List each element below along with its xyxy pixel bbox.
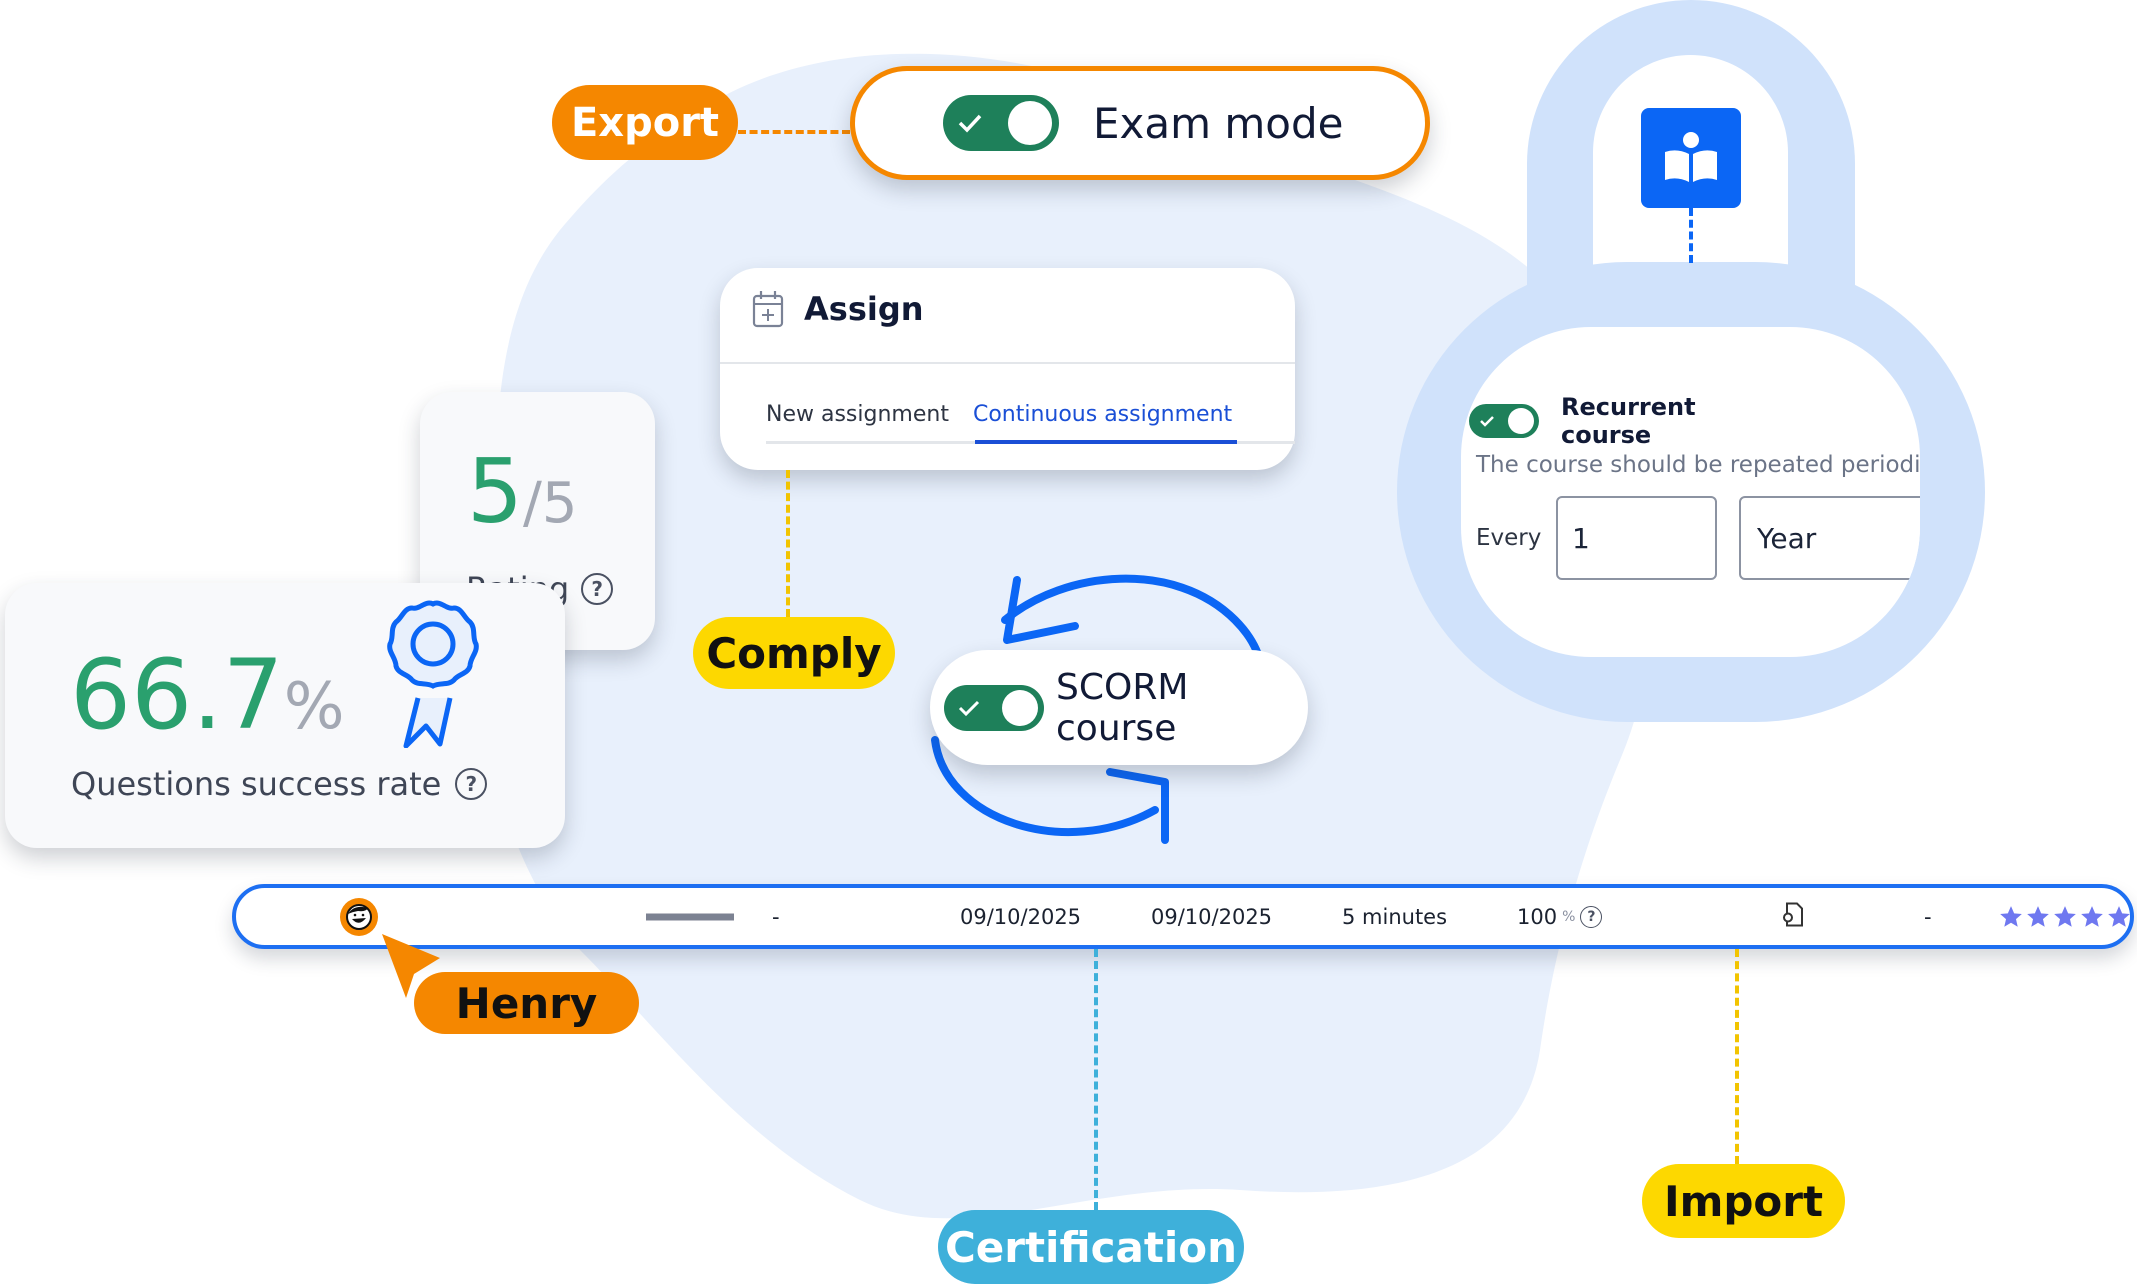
exam-mode-label: Exam mode [1093, 98, 1344, 148]
recurrent-course-label: Recurrent course [1561, 393, 1696, 449]
calendar-add-icon [752, 291, 784, 328]
cell-start-date: 09/10/2025 [960, 904, 1082, 929]
success-rate-label: Questions success rate [71, 765, 442, 803]
exam-mode-toggle[interactable] [943, 95, 1059, 151]
exam-mode-card: Exam mode [850, 66, 1430, 180]
henry-tag: Henry [414, 972, 639, 1034]
help-icon[interactable]: ? [455, 768, 488, 800]
table-row[interactable]: - 09/10/2025 09/10/2025 5 minutes 100 % … [232, 884, 2134, 949]
success-rate-unit: % [283, 670, 345, 744]
comply-tag: Comply [693, 617, 895, 689]
active-tab-indicator [975, 440, 1237, 444]
reader-book-icon [1641, 108, 1741, 208]
avatar[interactable] [340, 897, 378, 936]
rating-value: 5 [467, 440, 523, 543]
recurrent-course-description: The course should be repeated periodical… [1476, 452, 1920, 478]
progress-placeholder [646, 913, 734, 920]
import-connector-line [1735, 949, 1739, 1164]
assign-title: Assign [804, 290, 924, 328]
check-icon [1480, 416, 1494, 427]
recurrent-course-toggle[interactable] [1469, 404, 1539, 438]
export-connector-line [738, 130, 850, 134]
star-rating [1998, 904, 2132, 930]
star-icon[interactable] [1998, 904, 2024, 930]
every-label: Every [1476, 525, 1542, 551]
interval-value-input[interactable]: 1 [1556, 496, 1717, 580]
help-icon[interactable]: ? [1580, 905, 1603, 928]
cell-duration: 5 minutes [1342, 904, 1448, 929]
import-tag: Import [1642, 1164, 1845, 1238]
certification-connector-line [1094, 949, 1098, 1210]
score-unit: % [1562, 908, 1576, 925]
help-icon[interactable]: ? [581, 573, 614, 605]
scorm-course-label: SCORM course [1056, 666, 1189, 749]
assign-card: Assign New assignment Continuous assignm… [720, 268, 1295, 470]
lock-connector-line [1689, 208, 1693, 263]
success-rate-value: 66.7 [70, 639, 284, 751]
interval-unit-select[interactable]: Year [1739, 496, 1920, 580]
comply-connector-line [786, 470, 790, 617]
tab-continuous-assignment[interactable]: Continuous assignment [972, 402, 1233, 427]
user-face-icon [346, 903, 372, 930]
recurrent-course-panel: Recurrent course The course should be re… [1461, 327, 1920, 657]
score-value: 100 [1517, 904, 1558, 929]
award-ribbon-icon [387, 600, 479, 748]
divider [720, 362, 1295, 364]
star-icon[interactable] [2106, 904, 2132, 930]
certification-tag: Certification [938, 1210, 1244, 1284]
star-icon[interactable] [2025, 904, 2051, 930]
cell-score: 100 % ? [1517, 904, 1603, 929]
rating-max: /5 [523, 471, 578, 536]
star-icon[interactable] [2079, 904, 2105, 930]
cell-dash: - [1924, 904, 1932, 929]
check-icon [958, 700, 980, 716]
check-icon [958, 114, 982, 133]
pointer-cursor-icon [382, 934, 440, 998]
scorm-course-card: SCORM course [930, 650, 1308, 765]
star-icon[interactable] [2052, 904, 2078, 930]
cell-dash: - [772, 904, 780, 929]
scorm-course-toggle[interactable] [944, 684, 1044, 731]
certificate-icon[interactable] [1782, 901, 1804, 932]
tab-new-assignment[interactable]: New assignment [766, 402, 949, 427]
cell-end-date: 09/10/2025 [1151, 904, 1273, 929]
export-tag: Export [552, 85, 738, 160]
